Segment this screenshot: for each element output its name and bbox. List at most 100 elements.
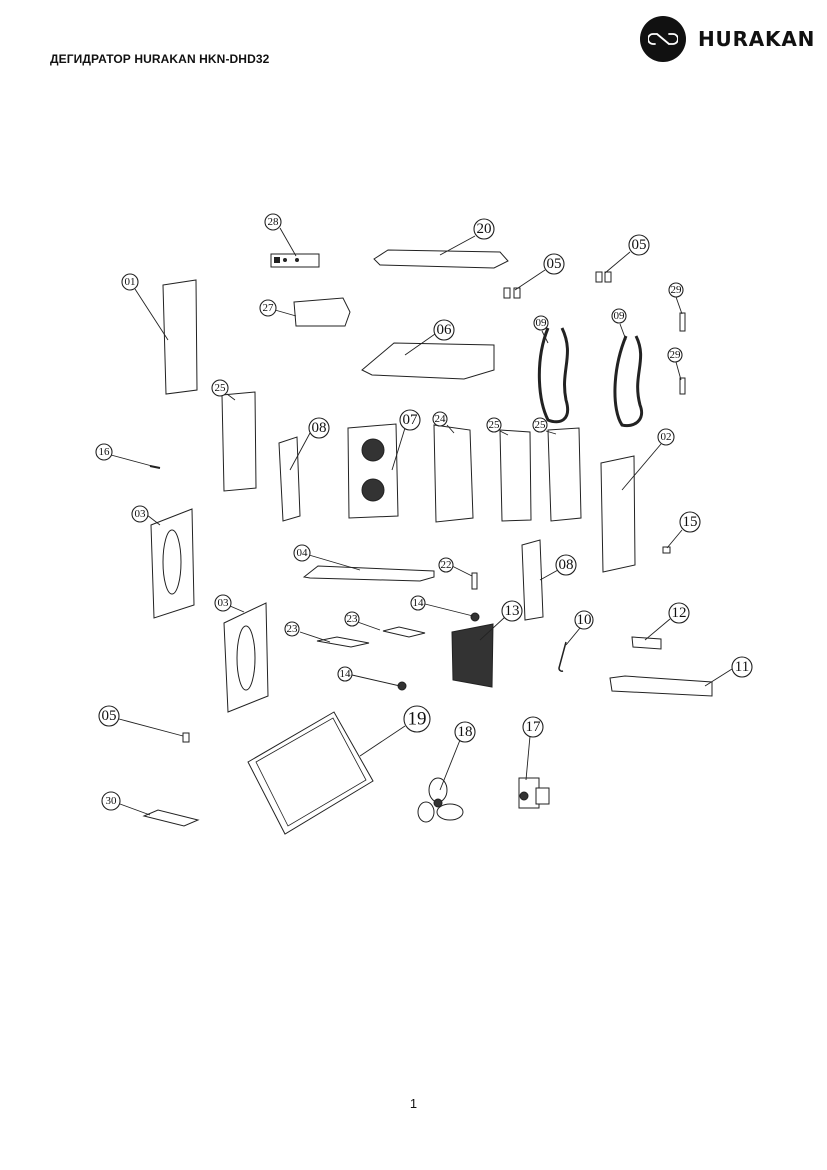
- callout-22: 22: [438, 557, 454, 573]
- svg-text:12: 12: [672, 605, 687, 621]
- leader-lines: [110, 227, 733, 816]
- part-foot-a: [470, 612, 480, 622]
- part-panel-25c: [547, 427, 582, 522]
- callout-07: 07: [399, 409, 421, 431]
- svg-text:24: 24: [435, 413, 447, 425]
- callout-11: 11: [731, 656, 753, 678]
- callout-02: 02: [657, 428, 675, 446]
- callout-30: 30: [101, 791, 121, 811]
- part-filter: [451, 623, 494, 688]
- callout-05: 05: [628, 234, 650, 256]
- part-rail-b: [382, 626, 426, 638]
- part-frame: [433, 424, 474, 523]
- callout-05: 05: [543, 253, 565, 275]
- brand-name: HURAKAN: [698, 27, 816, 51]
- callout-23: 23: [284, 621, 300, 637]
- part-heating-element-b: [613, 335, 643, 428]
- part-hook: [558, 641, 567, 672]
- part-drip-tray: [142, 809, 200, 827]
- svg-text:25: 25: [489, 419, 501, 431]
- svg-text:25: 25: [535, 419, 547, 431]
- callout-10: 10: [574, 610, 594, 630]
- callout-04: 04: [293, 544, 311, 562]
- parts: [142, 249, 713, 835]
- part-mesh-tray: [247, 711, 374, 835]
- svg-text:11: 11: [735, 659, 749, 675]
- callout-08: 08: [308, 417, 330, 439]
- callout-12: 12: [668, 602, 690, 624]
- callout-25: 25: [211, 379, 229, 397]
- svg-text:02: 02: [661, 431, 672, 443]
- callout-15: 15: [679, 511, 701, 533]
- svg-text:23: 23: [287, 623, 299, 635]
- part-shelf: [302, 565, 435, 582]
- callout-13: 13: [501, 600, 523, 622]
- callout-23: 23: [344, 611, 360, 627]
- part-rear-strip: [609, 675, 713, 697]
- svg-text:20: 20: [477, 221, 492, 237]
- part-heating-element-a: [537, 327, 569, 424]
- brand-logo: HURAKAN: [640, 16, 815, 62]
- callout-29: 29: [667, 347, 683, 363]
- svg-text:29: 29: [671, 284, 683, 296]
- svg-text:28: 28: [268, 216, 280, 228]
- part-side-panel-right: [600, 455, 636, 573]
- svg-text:09: 09: [614, 310, 626, 322]
- callout-03: 03: [131, 505, 149, 523]
- part-base-frame: [361, 342, 495, 380]
- callout-03: 03: [214, 594, 232, 612]
- svg-text:14: 14: [413, 597, 425, 609]
- part-panel-25a: [221, 391, 257, 492]
- callout-06: 06: [433, 319, 455, 341]
- document-title: ДЕГИДРАТОР HURAKAN HKN-DHD32: [50, 52, 270, 66]
- part-box: [293, 297, 351, 327]
- svg-text:22: 22: [441, 559, 452, 571]
- part-bracket-a: [503, 287, 521, 299]
- callout-28: 28: [264, 213, 282, 231]
- svg-text:07: 07: [403, 412, 419, 428]
- svg-text:08: 08: [312, 420, 327, 436]
- svg-text:29: 29: [670, 349, 682, 361]
- part-fan-plate: [347, 423, 399, 519]
- callout-09: 09: [533, 315, 549, 331]
- callout-01: 01: [121, 273, 139, 291]
- hurakan-logo-icon: [640, 16, 686, 62]
- part-grille-a: [278, 436, 301, 522]
- part-panel-25b: [499, 429, 532, 522]
- part-rail-a: [316, 636, 370, 648]
- part-top-cover: [373, 249, 509, 269]
- svg-text:03: 03: [135, 508, 147, 520]
- callout-24: 24: [432, 411, 448, 427]
- svg-text:17: 17: [526, 719, 542, 735]
- svg-text:06: 06: [437, 322, 453, 338]
- svg-text:05: 05: [632, 237, 647, 253]
- svg-text:27: 27: [263, 302, 275, 314]
- part-bar: [631, 636, 662, 650]
- svg-text:09: 09: [536, 317, 548, 329]
- callout-20: 20: [473, 218, 495, 240]
- part-clip-b: [679, 377, 686, 395]
- part-bolt: [182, 732, 190, 743]
- callout-27: 27: [259, 299, 277, 317]
- callout-18: 18: [454, 721, 476, 743]
- svg-text:25: 25: [215, 382, 227, 394]
- part-motor: [518, 777, 550, 809]
- part-door-b: [223, 602, 269, 713]
- part-clip-a: [679, 312, 686, 332]
- part-side-panel-left: [162, 279, 198, 395]
- svg-text:10: 10: [577, 612, 592, 628]
- svg-text:08: 08: [559, 557, 574, 573]
- callout-16: 16: [95, 443, 113, 461]
- part-bracket-b: [595, 271, 612, 283]
- callout-14: 14: [337, 666, 353, 682]
- svg-text:15: 15: [683, 514, 698, 530]
- svg-text:13: 13: [505, 603, 520, 619]
- svg-text:23: 23: [347, 613, 359, 625]
- part-fan-blade: [417, 777, 464, 823]
- svg-text:18: 18: [458, 724, 473, 740]
- callout-19: 19: [403, 705, 431, 733]
- part-pin: [471, 572, 478, 590]
- callout-29: 29: [668, 282, 684, 298]
- part-15: [662, 546, 671, 554]
